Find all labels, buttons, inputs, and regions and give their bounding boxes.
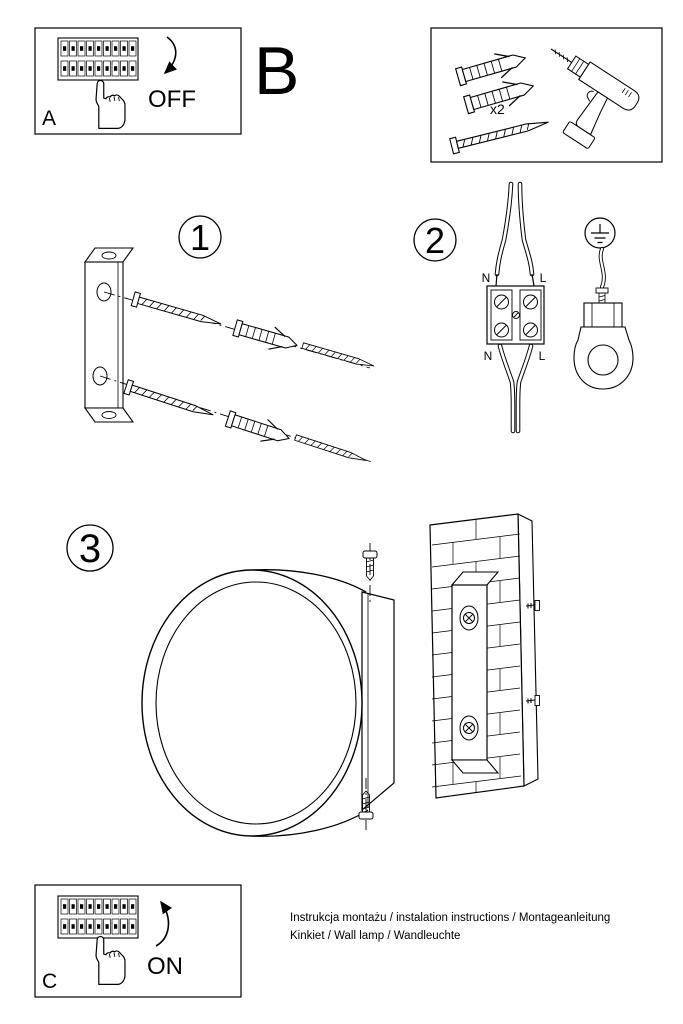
on-label: ON: [147, 953, 183, 980]
live-label-top: L: [540, 271, 547, 285]
side-screw-icon: [525, 600, 540, 611]
screw-icon: [131, 292, 223, 331]
step-2-number: 2: [425, 220, 445, 261]
step-3: 3: [66, 513, 540, 837]
footer-line-1: Instrukcja montażu / instalation instruc…: [290, 912, 610, 924]
screw-icon: [124, 380, 215, 422]
step-3-number: 3: [79, 527, 101, 571]
wall-anchor-icon: [231, 316, 301, 358]
step-2-circle: [413, 218, 457, 262]
drill-icon: [550, 48, 640, 149]
breaker-panel-icon: [58, 38, 138, 80]
footer-line-2: Kinkiet / Wall lamp / Wandleuchte: [290, 930, 460, 942]
power-off-panel: OFF A: [34, 27, 242, 135]
flip-down-arrow-icon: [163, 36, 178, 75]
live-label-bottom: L: [539, 349, 546, 363]
neutral-label-bottom: N: [484, 349, 493, 363]
tools-panel: x2: [430, 27, 663, 163]
flip-up-arrow-icon: [155, 900, 173, 947]
ground-terminal-icon: [573, 247, 634, 390]
wall-lamp-icon: [141, 569, 395, 837]
wall-anchor-icon: [223, 407, 294, 450]
step-1-circle: [178, 215, 222, 259]
ground-symbol-icon: [584, 217, 616, 249]
step-2: 2 N L N L: [413, 181, 634, 434]
panel-a-label: A: [42, 107, 56, 130]
screw-thread-icon: [301, 342, 376, 370]
step-1: 1: [83, 215, 376, 464]
power-on-panel: ON C: [34, 884, 242, 998]
step-1-number: 1: [190, 217, 210, 258]
fixing-screw-top-icon: [362, 543, 378, 606]
panel-c-label: C: [42, 970, 57, 993]
lamp-wires-icon: [497, 343, 534, 434]
section-b-label: B: [254, 33, 299, 109]
fixing-screw-bottom-icon: [358, 778, 374, 830]
screw-thread-icon: [294, 434, 368, 464]
side-screw-icon: [525, 695, 540, 706]
anchor-count-label: x2: [490, 101, 505, 117]
terminal-block-icon: [486, 285, 545, 345]
supply-wires-icon: [494, 181, 535, 287]
wall-bracket-icon: [450, 571, 500, 774]
off-label: OFF: [148, 86, 196, 113]
step-3-circle: [66, 524, 114, 572]
neutral-label-top: N: [482, 271, 491, 285]
mounting-bracket-icon: [83, 247, 135, 423]
breaker-panel-icon: [58, 896, 138, 938]
